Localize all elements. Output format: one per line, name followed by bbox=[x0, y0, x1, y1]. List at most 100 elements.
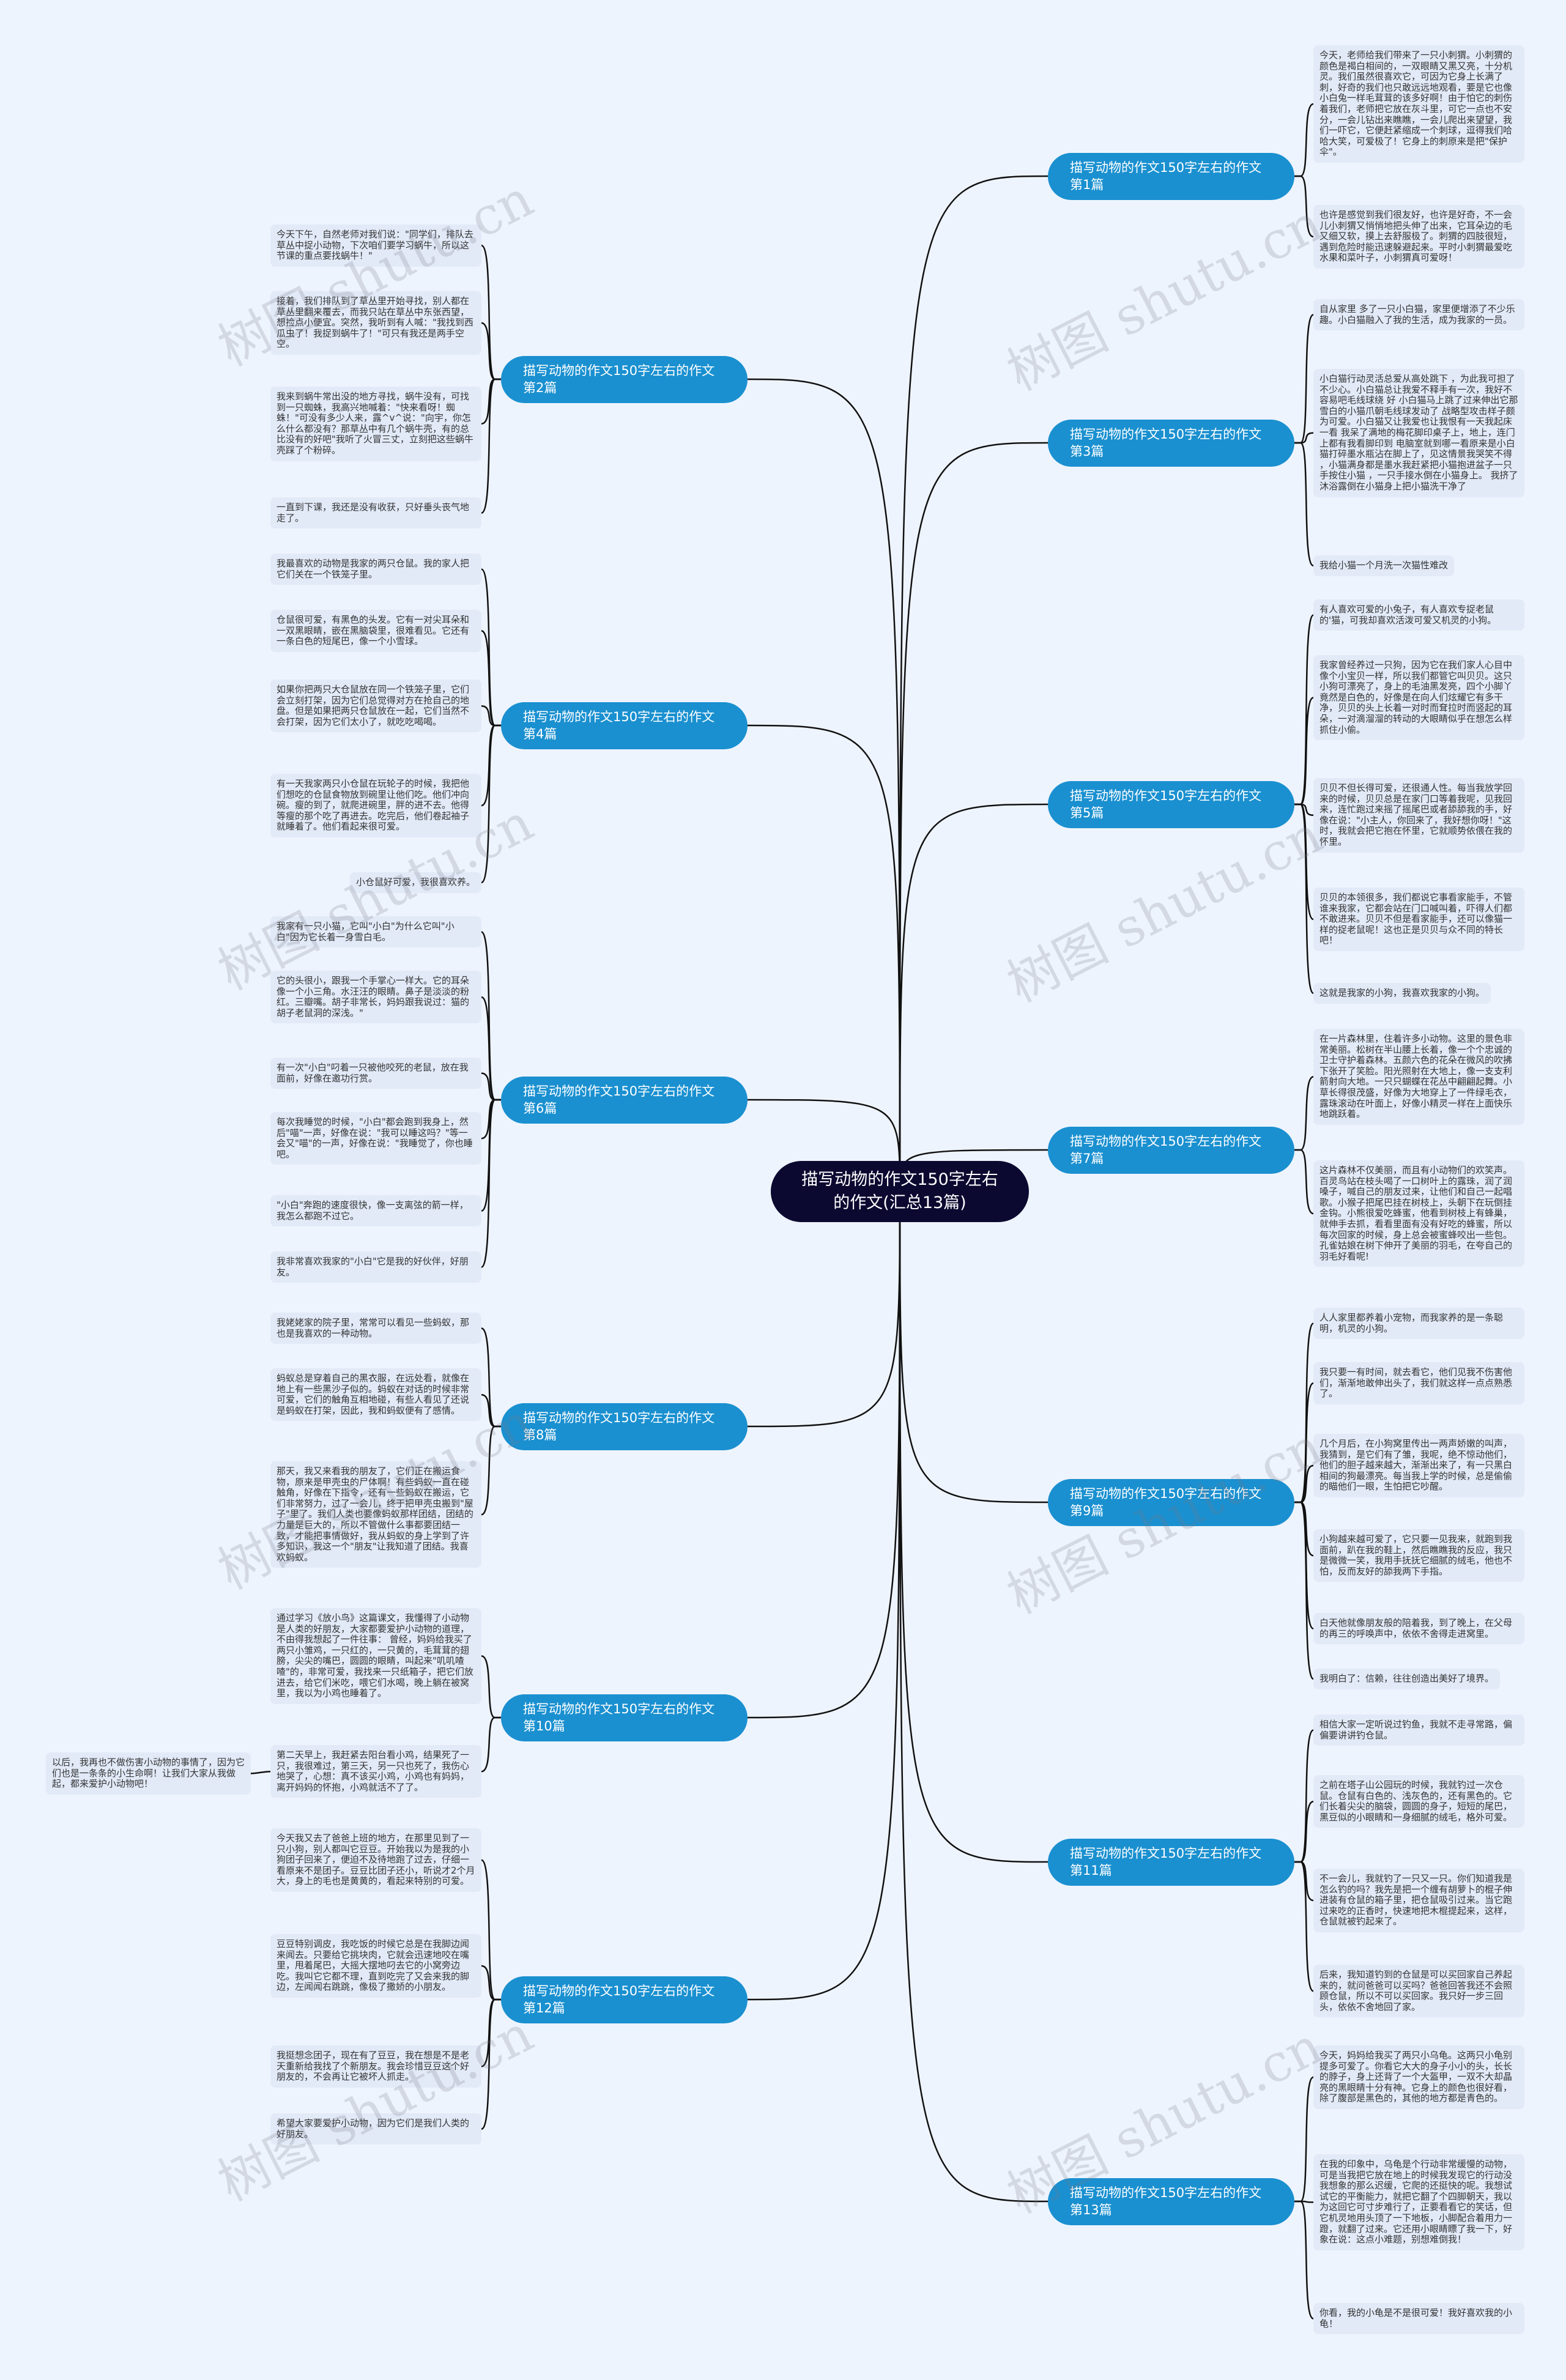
connector bbox=[1294, 803, 1315, 995]
topic-label: 描写动物的作文150字左右的作文 bbox=[1070, 2185, 1262, 2200]
connector bbox=[899, 1191, 1048, 1503]
topic-node-2[interactable]: 描写动物的作文150字左右的作文第2篇 bbox=[501, 356, 748, 403]
connector bbox=[1294, 1076, 1314, 1151]
topic-label: 描写动物的作文150字左右的作文 bbox=[1070, 1134, 1262, 1149]
essay-paragraph[interactable]: 今天我又去了爸爸上班的地方，在那里见到了一只小狗，别人都叫它豆豆。开始我以为是我… bbox=[270, 1828, 481, 1892]
essay-paragraph[interactable]: 白天他就像朋友般的陪着我，到了晚上，在父母的再三的呼唤声中，依依不舍得走进窝里。 bbox=[1313, 1613, 1524, 1645]
essay-paragraph[interactable]: 后来，我知道钓到的仓鼠是可以买回家自己养起来的，就问爸爸可以买吗？爸爸回答我还不… bbox=[1313, 1965, 1524, 2018]
topic-number: 第13篇 bbox=[1070, 2203, 1112, 2217]
essay-paragraph[interactable]: 如果你把两只大仓鼠放在同一个铁笼子里，它们会立刻打架，因为它们总觉得对方在抢自己… bbox=[270, 680, 481, 733]
essay-paragraph[interactable]: 这片森林不仅美丽，而且有小动物们的欢笑声。百灵鸟站在枝头喝了一口树叶上的露珠，润… bbox=[1313, 1160, 1524, 1267]
essay-paragraph[interactable]: 贝贝不但长得可爱，还很通人性。每当我放学回来的时候，贝贝总是在家门口等着我呢，见… bbox=[1313, 778, 1524, 853]
essay-paragraph[interactable]: 我最喜欢的动物是我家的两只仓鼠。我的家人把它们关在一个铁笼子里。 bbox=[270, 554, 481, 585]
topic-number: 第7篇 bbox=[1070, 1151, 1104, 1166]
essay-paragraph[interactable]: 有人喜欢可爱的小兔子，有人喜欢专捉老鼠的'猫，可我却喜欢活泼可爱又机灵的小狗。 bbox=[1313, 599, 1524, 631]
essay-paragraph[interactable]: 那天，我又来看我的朋友了，它们正在搬运食物，原来是甲壳虫的尸体啊！有些蚂蚁一直在… bbox=[270, 1461, 481, 1568]
essay-paragraph[interactable]: 也许是感觉到我们很友好，也许是好奇，不一会儿小刺猬又悄悄地把头伸了出来，它耳朵边… bbox=[1313, 205, 1524, 269]
connector bbox=[1294, 175, 1314, 238]
essay-paragraph[interactable]: 蚂蚁总是穿着自己的黑衣服，在远处看，就像在地上有一些黑沙子似的。蚂蚁在对话的时候… bbox=[270, 1368, 481, 1422]
essay-paragraph[interactable]: "小白"奔跑的速度很快，像一支离弦的箭一样，我怎么都跑不过它。 bbox=[270, 1195, 481, 1227]
essay-paragraph[interactable]: 我家有一只小猫，它叫"小白"为什么它叫"小白"因为它长着一身雪白毛。 bbox=[270, 916, 481, 948]
essay-paragraph[interactable]: 小白猫行动灵活总爱从高处跳下 ，为此我可担了不少心。小白猫总让我爱不释手有一次，… bbox=[1313, 369, 1524, 497]
topic-node-5[interactable]: 描写动物的作文150字左右的作文第5篇 bbox=[1048, 781, 1294, 828]
connector bbox=[1294, 1861, 1314, 1992]
essay-paragraph[interactable]: 有一次"小白"叼着一只被他咬死的老鼠，放在我面前，好像在邀功行赏。 bbox=[270, 1058, 481, 1089]
essay-paragraph[interactable]: 这就是我家的小狗，我喜欢我家的小狗。 bbox=[1313, 983, 1491, 1004]
essay-paragraph[interactable]: 通过学习《放小鸟》这篇课文，我懂得了小动物是人类的好朋友，大家都要爱护小动物的道… bbox=[270, 1608, 481, 1704]
essay-paragraph[interactable]: 豆豆特别调皮，我吃饭的时候它总是在我脚边闻来闻去。只要给它挑块肉，它就会迅速地咬… bbox=[270, 1934, 481, 1998]
topic-node-11[interactable]: 描写动物的作文150字左右的作文第11篇 bbox=[1048, 1839, 1294, 1886]
essay-paragraph[interactable]: 我姥姥家的院子里，常常可以看见一些蚂蚁，那也是我喜欢的一种动物。 bbox=[270, 1313, 481, 1344]
connector bbox=[481, 630, 501, 727]
essay-paragraph[interactable]: 小狗越来越可爱了，它只要一见我来，就跑到我面前，趴在我的鞋上，然后瞧瞧我的反应，… bbox=[1313, 1529, 1524, 1582]
topic-number: 第9篇 bbox=[1070, 1503, 1104, 1518]
topic-label: 描写动物的作文150字左右的作文 bbox=[523, 1084, 715, 1099]
topic-node-9[interactable]: 描写动物的作文150字左右的作文第9篇 bbox=[1048, 1479, 1294, 1526]
essay-paragraph[interactable]: 今天下午，自然老师对我们说："同学们，排队去草丛中捉小动物，下次咱们要学习蜗牛，… bbox=[270, 224, 481, 267]
essay-paragraph[interactable]: 几个月后，在小狗窝里传出一两声娇嫩的叫声，我猜到，是它们有了雏，我呢，绝不惊动他… bbox=[1313, 1434, 1524, 1497]
essay-paragraph[interactable]: 我家曾经养过一只狗，因为它在我们家人心目中像个小宝贝一样，所以我们都管它叫贝贝。… bbox=[1313, 655, 1524, 741]
connector bbox=[481, 996, 501, 1101]
connector bbox=[899, 175, 1048, 1192]
connector bbox=[481, 1655, 501, 1719]
essay-paragraph[interactable]: 今天，老师给我们带来了一只小刺猬。小刺猬的颜色是褐白相间的，一双眼睛又黑又亮，十… bbox=[1313, 45, 1524, 163]
essay-paragraph[interactable]: 每次我睡觉的时候，"小白"都会跑到我身上，然后"喵"一声，好像在说："我可以睡这… bbox=[270, 1112, 481, 1165]
essay-paragraph[interactable]: 自从家里 多了一只小白猫，家里便增添了不少乐趣。小白猫融入了我的生活，成为我家的… bbox=[1313, 299, 1524, 331]
topic-number: 第5篇 bbox=[1070, 806, 1104, 820]
essay-paragraph[interactable]: 在一片森林里，住着许多小动物。这里的景色非常美丽。松树在半山腰上长着，像一个个忠… bbox=[1313, 1029, 1524, 1125]
topic-node-8[interactable]: 描写动物的作文150字左右的作文第8篇 bbox=[501, 1403, 748, 1450]
topic-number: 第3篇 bbox=[1070, 444, 1104, 459]
connector bbox=[1294, 1382, 1314, 1503]
connector bbox=[480, 724, 501, 884]
topic-node-6[interactable]: 描写动物的作文150字左右的作文第6篇 bbox=[501, 1077, 748, 1124]
connector bbox=[1294, 1501, 1315, 1680]
connector bbox=[1294, 1501, 1314, 1557]
child-note[interactable]: 以后，我再也不做伤害小动物的事情了，因为它们也是一条条的小生命啊！让我们大家从我… bbox=[46, 1752, 251, 1795]
connector bbox=[1294, 1861, 1314, 1902]
connector bbox=[899, 1191, 1048, 1863]
topic-node-12[interactable]: 描写动物的作文150字左右的作文第12篇 bbox=[501, 1976, 748, 2023]
essay-paragraph[interactable]: 我来到蜗牛常出没的地方寻找，蜗牛没有，可找到一只蜘蛛，我高兴地喊着："快来看呀！… bbox=[270, 387, 481, 461]
connector bbox=[481, 245, 501, 380]
essay-paragraph[interactable]: 我非常喜欢我家的"小白"它是我的好伙伴，好朋友。 bbox=[270, 1251, 481, 1283]
essay-paragraph[interactable]: 我只要一有时间，就去看它，他们见我不伤害他们，渐渐地敢伸出头了，我们就这样一点点… bbox=[1313, 1362, 1524, 1404]
connector bbox=[1294, 2076, 1314, 2203]
essay-paragraph[interactable]: 贝贝的本领很多，我们都说它事看家能手，不管谁来我家，它都会站在门口喊叫着，吓得人… bbox=[1313, 888, 1524, 951]
topic-node-7[interactable]: 描写动物的作文150字左右的作文第7篇 bbox=[1048, 1127, 1294, 1174]
essay-paragraph[interactable]: 第二天早上，我赶紧去阳台看小鸡，结果死了一只，我很难过，第三天，另一只也死了，我… bbox=[270, 1745, 481, 1798]
connector bbox=[1294, 803, 1314, 921]
connector bbox=[1294, 1464, 1314, 1503]
essay-paragraph[interactable]: 接着，我们排队到了草丛里开始寻找，别人都在草丛里翻来覆去，而我只站在草丛中东张西… bbox=[270, 291, 481, 355]
connector bbox=[1294, 1322, 1315, 1503]
central-topic[interactable]: 描写动物的作文150字左右的作文(汇总13篇) bbox=[771, 1161, 1029, 1222]
topic-node-10[interactable]: 描写动物的作文150字左右的作文第10篇 bbox=[501, 1694, 748, 1741]
essay-paragraph[interactable]: 我明白了：信赖，往往创造出美好了境界。 bbox=[1313, 1669, 1501, 1689]
topic-node-3[interactable]: 描写动物的作文150字左右的作文第3篇 bbox=[1048, 420, 1294, 467]
essay-paragraph[interactable]: 不一会儿，我就钓了一只又一只。你们知道我是怎么钓的吗？我先是把一个缠有胡萝卜的棍… bbox=[1313, 1869, 1524, 1932]
connector bbox=[481, 378, 501, 514]
essay-paragraph[interactable]: 你看，我的小龟是不是很可爱！我好喜欢我的小龟！ bbox=[1313, 2303, 1524, 2335]
connector bbox=[747, 1191, 901, 1428]
essay-paragraph[interactable]: 在我的印象中，乌龟是个行动非常缓慢的动物，可是当我把它放在地上的时候我发现它的行… bbox=[1313, 2154, 1524, 2250]
essay-paragraph[interactable]: 有一天我家两只小仓鼠在玩轮子的时候，我把他们想吃的仓鼠食物放到碗里让他们吃。他们… bbox=[270, 774, 481, 837]
watermark: 树图 shutu.cn bbox=[209, 2003, 543, 2213]
connector bbox=[481, 1393, 501, 1428]
connector bbox=[747, 1191, 901, 2001]
connector bbox=[1294, 697, 1314, 806]
essay-paragraph[interactable]: 今天，妈妈给我买了两只小乌龟。这两只小龟别提多可爱了。你看它大大的身子小小的头，… bbox=[1313, 2045, 1524, 2109]
essay-paragraph[interactable]: 之前在塔子山公园玩的时候，我就钓过一次仓鼠。仓鼠有白色的、浅灰色的，还有黑色的。… bbox=[1313, 1775, 1524, 1828]
essay-paragraph[interactable]: 一直到下课，我还是没有收获，只好垂头丧气地走了。 bbox=[270, 497, 481, 529]
essay-paragraph[interactable]: 我挺想念团子，现在有了豆豆，我在想是不是老天重新给我找了个新朋友。我会珍惜豆豆这… bbox=[270, 2045, 481, 2088]
topic-node-13[interactable]: 描写动物的作文150字左右的作文第13篇 bbox=[1048, 2178, 1294, 2225]
essay-paragraph[interactable]: 仓鼠很可爱，有黑色的头发。它有一对尖耳朵和一双黑眼睛，嵌在黑脑袋里，很难看见。它… bbox=[270, 610, 481, 652]
essay-paragraph[interactable]: 我给小猫一个月洗一次猫性难改 bbox=[1313, 555, 1455, 576]
connector bbox=[481, 322, 501, 380]
topic-node-1[interactable]: 描写动物的作文150字左右的作文第1篇 bbox=[1048, 153, 1294, 200]
topic-node-4[interactable]: 描写动物的作文150字左右的作文第4篇 bbox=[501, 702, 748, 749]
essay-paragraph[interactable]: 它的头很小，跟我一个手掌心一样大。它的耳朵像一个小三角。水汪汪的眼睛。鼻子是淡淡… bbox=[270, 971, 481, 1024]
essay-paragraph[interactable]: 人人家里都养着小宠物，而我家养的是一条聪明，机灵的小狗。 bbox=[1313, 1308, 1524, 1340]
watermark: 树图 shutu.cn bbox=[998, 193, 1332, 402]
essay-paragraph[interactable]: 希望大家要爱护小动物，因为它们是我们人类的好朋友。 bbox=[270, 2113, 481, 2145]
essay-paragraph[interactable]: 小仓鼠好可爱，我很喜欢养。 bbox=[349, 872, 481, 893]
essay-paragraph[interactable]: 相信大家一定听说过钓鱼，我就不走寻常路，偏偏要讲讲钓仓鼠。 bbox=[1313, 1715, 1524, 1746]
